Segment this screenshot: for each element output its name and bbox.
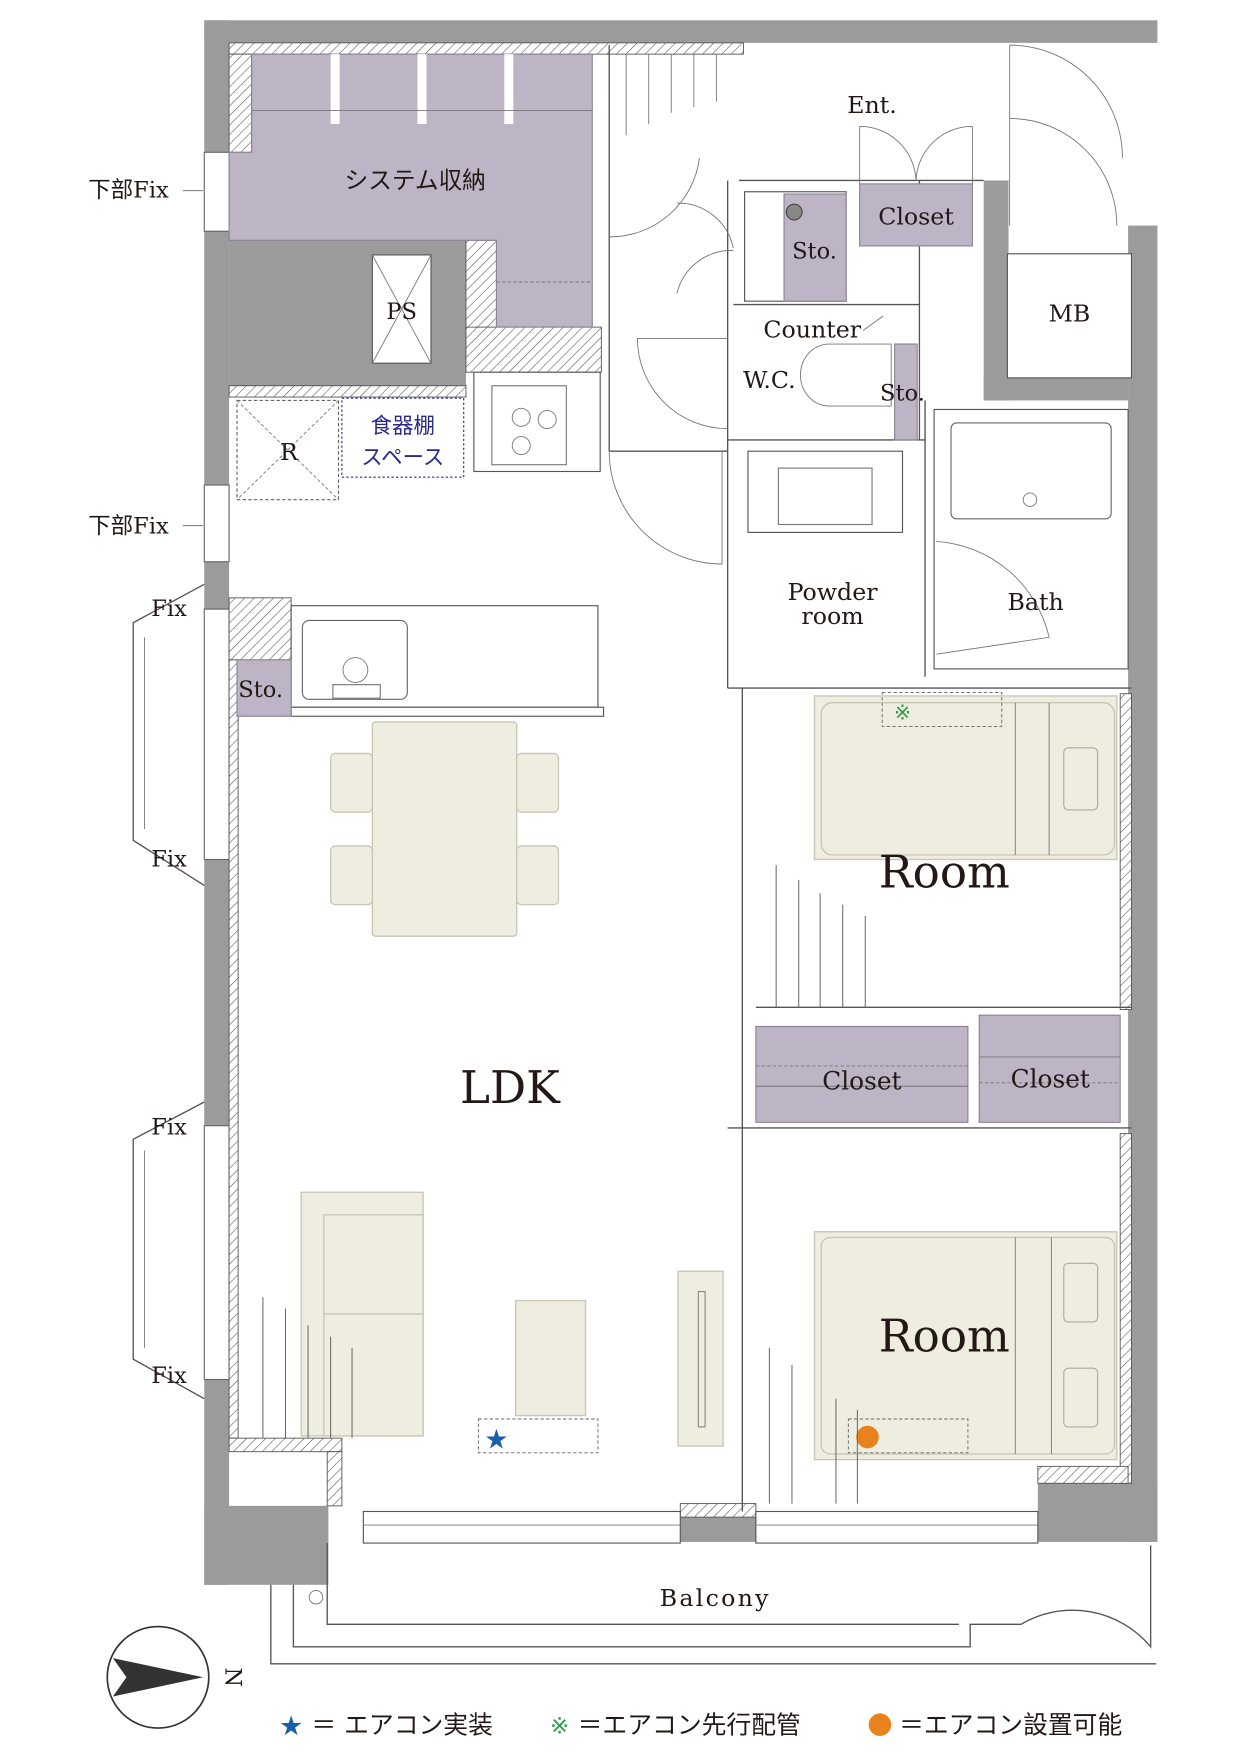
kitchen: R 食器棚 スペース Sto. [236, 371, 605, 717]
system-storage: システム収納 [228, 53, 593, 328]
system-storage-label: システム収納 [345, 166, 486, 194]
fix-label-2: Fix [151, 846, 187, 872]
balcony-label: Balcony [660, 1584, 771, 1612]
ps-label: PS [386, 299, 417, 325]
powder-and-bath: Powder room Bath [747, 408, 1129, 670]
entrance: Ent. Closet Sto. MB [744, 44, 1133, 379]
bedroom-closets: Closet Closet [755, 1014, 1121, 1123]
ldk-label: LDK [460, 1061, 561, 1114]
closet-right-label: Closet [1011, 1064, 1090, 1093]
fix-label-3: Fix [151, 1115, 187, 1141]
entrance-label: Ent. [847, 91, 897, 119]
window-labels: 下部Fix 下部Fix Fix Fix Fix Fix [88, 177, 204, 1389]
pipe-space: PS [371, 254, 432, 364]
entrance-storage-label: Sto. [792, 238, 837, 264]
balcony-windows [362, 1510, 1039, 1544]
counter-label: Counter [763, 315, 861, 343]
compass: N [106, 1625, 246, 1729]
room-upper-label: Room [879, 846, 1010, 899]
balcony: Balcony [270, 1543, 1157, 1665]
lower-fix-label-1: 下部Fix [88, 177, 169, 203]
stairs [609, 54, 734, 294]
lower-room: Room [768, 1231, 1118, 1504]
wc: Counter W.C. Sto. [608, 315, 925, 565]
powder-room-label-1: Powder [788, 578, 879, 606]
legend-item-piping: ＝エアコン先行配管 [578, 1711, 801, 1740]
legend-dot-icon [868, 1713, 892, 1736]
lower-fix-label-2: 下部Fix [88, 514, 169, 540]
cupboard-space-label-2: スペース [361, 446, 444, 471]
mb-label: MB [1049, 299, 1091, 327]
north-arrow-icon [112, 1658, 204, 1697]
entrance-closet-label: Closet [878, 202, 954, 230]
fix-label-4: Fix [151, 1363, 187, 1389]
wc-label: W.C. [743, 366, 796, 394]
upper-room: ※ Room [755, 692, 1132, 1008]
left-windows [132, 151, 230, 1400]
bath-label: Bath [1007, 588, 1063, 616]
aircon-installed-mark: ★ [484, 1424, 508, 1455]
north-label: N [220, 1667, 246, 1687]
cupboard-space-label-1: 食器棚 [371, 414, 435, 439]
aircon-possible-mark [856, 1425, 879, 1449]
refrigerator-label: R [280, 438, 299, 466]
legend-item-possible: ＝エアコン設置可能 [899, 1711, 1122, 1740]
wc-storage-label: Sto. [880, 380, 925, 406]
fix-label-1: Fix [151, 596, 187, 622]
closet-left-label: Closet [822, 1067, 901, 1096]
room-lower-label: Room [879, 1309, 1010, 1362]
interior-walls [228, 45, 1132, 1518]
legend: ★ ＝ エアコン実装 ※ ＝エアコン先行配管 ＝エアコン設置可能 [279, 1711, 1122, 1742]
legend-star-icon: ★ [279, 1711, 303, 1742]
aircon-piping-mark: ※ [894, 701, 911, 725]
legend-item-installed: ＝ エアコン実装 [311, 1711, 492, 1740]
ldk: LDK ★ [262, 721, 724, 1455]
legend-piping-icon: ※ [550, 1714, 569, 1740]
powder-room-label-2: room [801, 602, 863, 630]
kitchen-storage-label: Sto. [238, 677, 283, 703]
